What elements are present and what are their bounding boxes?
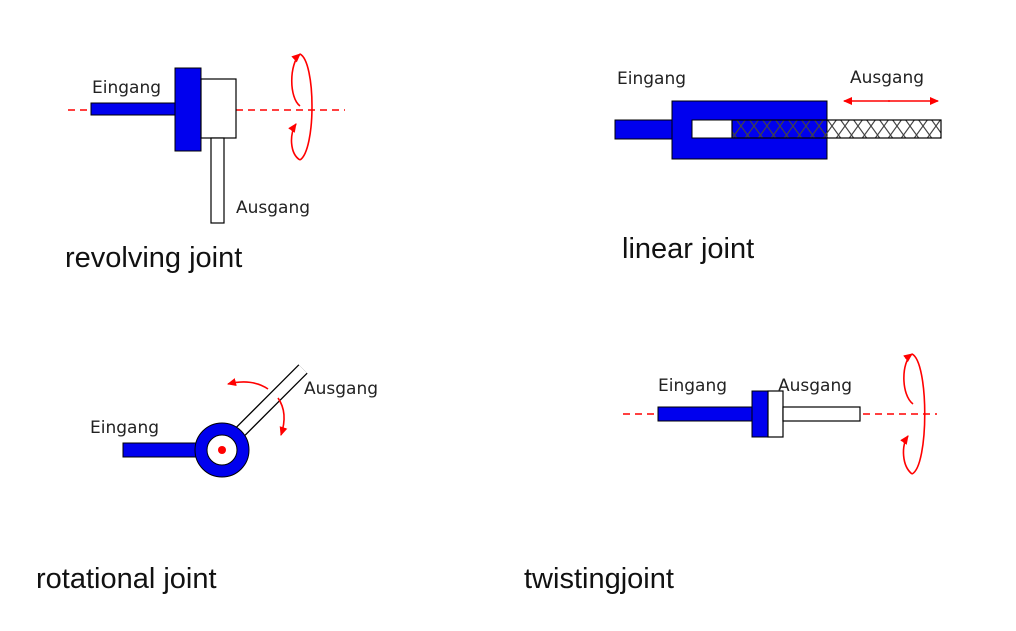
- linear-input-shaft: [614, 119, 674, 140]
- rotational-input-shaft: [122, 442, 201, 458]
- twisting-joint-diagram: Eingang Ausgang twistingjoint: [524, 353, 937, 595]
- revolving-output-label: Ausgang: [236, 198, 310, 218]
- rotational-joint-diagram: Eingang Ausgang rotational joint: [36, 364, 378, 595]
- twisting-output-shaft: [782, 406, 861, 422]
- revolving-input-flange: [174, 67, 202, 152]
- linear-sliding-rod: [731, 119, 942, 139]
- linear-output-label: Ausgang: [850, 68, 924, 88]
- revolving-input-label: Eingang: [92, 78, 161, 98]
- rotational-caption: rotational joint: [36, 563, 217, 595]
- rotational-input-label: Eingang: [90, 418, 159, 438]
- revolving-rotation-arrow-down: [299, 53, 313, 161]
- revolving-joint-diagram: Eingang Ausgang revolving joint: [65, 53, 345, 274]
- rotational-output-label: Ausgang: [304, 379, 378, 399]
- twisting-input-shaft: [657, 406, 754, 422]
- twisting-output-label: Ausgang: [778, 376, 852, 396]
- revolving-rotation-arrow-up: [290, 53, 301, 107]
- linear-caption: linear joint: [622, 233, 754, 265]
- twisting-input-flange: [751, 390, 769, 438]
- linear-input-label: Eingang: [617, 69, 686, 89]
- rotational-rotation-arrow-down: [277, 397, 288, 436]
- twisting-caption: twistingjoint: [524, 563, 674, 595]
- revolving-output-block: [200, 78, 237, 139]
- linear-bore: [691, 119, 733, 139]
- revolving-input-shaft: [90, 102, 177, 116]
- twisting-rotation-arrow-up: [903, 353, 914, 405]
- linear-joint-diagram: Eingang Ausgang linear joint: [614, 68, 942, 265]
- revolving-caption: revolving joint: [65, 242, 242, 274]
- rotational-pivot-dot: [218, 446, 226, 454]
- twisting-output-flange: [767, 390, 784, 438]
- twisting-rotation-arrow-loop: [911, 353, 926, 475]
- twisting-input-label: Eingang: [658, 376, 727, 396]
- revolving-output-link: [210, 137, 225, 224]
- revolving-rotation-arrow-tail: [288, 123, 301, 161]
- rotational-rotation-arrow-left: [227, 378, 269, 390]
- twisting-rotation-arrow-tail: [900, 435, 913, 475]
